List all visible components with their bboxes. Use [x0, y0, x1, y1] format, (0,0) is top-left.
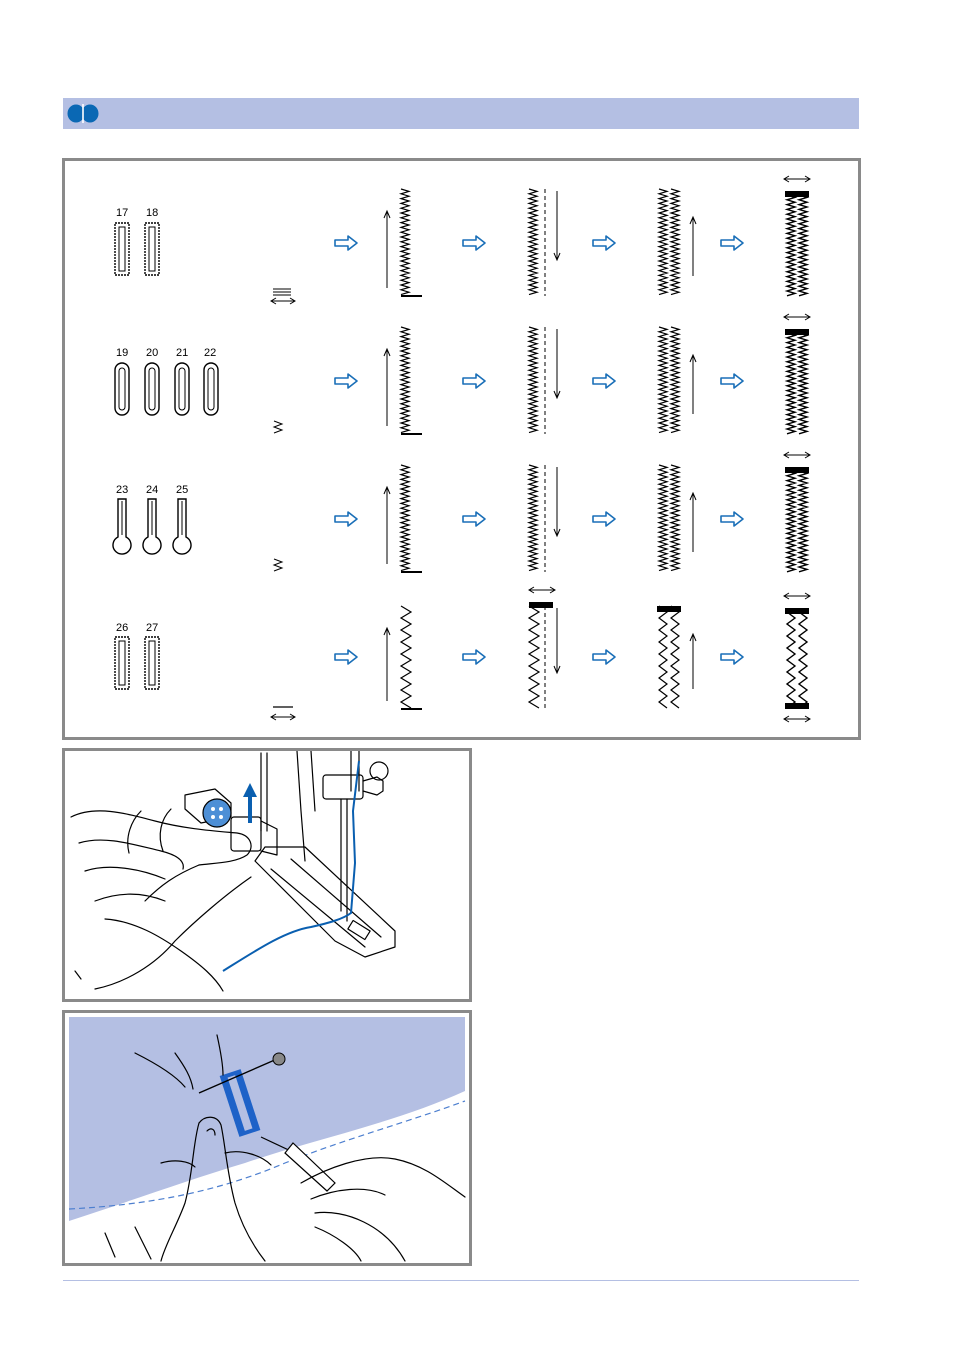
- stitch-column: [401, 189, 409, 295]
- stitch-column: [529, 465, 537, 571]
- pattern-preview: [119, 227, 125, 271]
- pattern-number: 19: [116, 347, 128, 359]
- pattern-number: 22: [204, 347, 216, 359]
- bartack: [785, 703, 809, 709]
- next-step-arrow-icon: [721, 374, 743, 388]
- buttonhole-sequence-panel: 17 18 19 20 21 22 23 24 25 26 27: [62, 158, 861, 740]
- buttonhole-foot-illustration: [65, 751, 469, 999]
- stitch-column: [799, 612, 807, 708]
- pattern-preview: [115, 637, 129, 689]
- pattern-number: 21: [176, 347, 188, 359]
- pattern-number: 23: [116, 484, 128, 496]
- next-step-arrow-icon: [721, 512, 743, 526]
- next-step-arrow-icon: [721, 236, 743, 250]
- button-icon: [203, 799, 231, 827]
- stitch-column: [659, 465, 667, 571]
- bartack: [657, 606, 681, 612]
- eyelet-indicator: [274, 421, 282, 433]
- pattern-number: 17: [116, 207, 128, 219]
- bartack: [785, 191, 809, 197]
- bartack-indicator: [273, 289, 291, 295]
- next-step-arrow-icon: [593, 374, 615, 388]
- stitch-column: [529, 606, 539, 708]
- next-step-arrow-icon: [463, 650, 485, 664]
- stitch-column: [659, 606, 667, 708]
- pattern-number: 25: [176, 484, 188, 496]
- pattern-preview: [119, 641, 125, 685]
- stitch-column: [659, 189, 667, 295]
- buttonhole-foot-panel: [62, 748, 472, 1002]
- pattern-preview: [149, 227, 155, 271]
- next-step-arrow-icon: [593, 650, 615, 664]
- next-step-arrow-icon: [463, 236, 485, 250]
- stitch-column: [529, 189, 537, 295]
- stitch-column: [787, 195, 795, 296]
- pattern-number: 26: [116, 622, 128, 634]
- pattern-preview: [149, 641, 155, 685]
- stitch-column: [671, 606, 679, 708]
- pattern-number: 27: [146, 622, 158, 634]
- stitch-column: [401, 327, 409, 433]
- bartack: [785, 608, 809, 614]
- pattern-preview: [145, 223, 159, 275]
- bartack: [529, 602, 553, 608]
- next-step-arrow-icon: [335, 374, 357, 388]
- stitch-column: [671, 327, 679, 433]
- bartack: [785, 329, 809, 335]
- cutting-buttonhole-panel: [62, 1010, 472, 1266]
- next-step-arrow-icon: [335, 236, 357, 250]
- next-step-arrow-icon: [463, 374, 485, 388]
- pattern-preview: [145, 637, 159, 689]
- bartack: [785, 467, 809, 473]
- stitch-column: [787, 333, 795, 434]
- seam-ripper-cutting-illustration: [65, 1013, 469, 1263]
- pattern-preview: [145, 363, 159, 415]
- section-header-bar: [63, 98, 859, 129]
- stitch-column: [659, 327, 667, 433]
- pattern-number: 18: [146, 207, 158, 219]
- stitch-column: [799, 471, 807, 572]
- buttonhole-sequence-diagram: 17 18 19 20 21 22 23 24 25 26 27: [65, 161, 858, 737]
- stitch-column: [401, 465, 409, 571]
- eyelet-indicator: [274, 559, 282, 571]
- pattern-number: 24: [146, 484, 158, 496]
- stitch-column: [799, 333, 807, 434]
- pattern-preview: [204, 363, 218, 415]
- stitch-column: [799, 195, 807, 296]
- double-oval-logo-icon: [67, 104, 99, 123]
- pattern-preview: [179, 368, 185, 410]
- stitch-column: [401, 606, 411, 708]
- stitch-column: [787, 471, 795, 572]
- next-step-arrow-icon: [335, 512, 357, 526]
- pattern-preview: [115, 363, 129, 415]
- next-step-arrow-icon: [721, 650, 743, 664]
- pattern-preview: [175, 363, 189, 415]
- pattern-preview: [115, 223, 129, 275]
- next-step-arrow-icon: [593, 512, 615, 526]
- next-step-arrow-icon: [335, 650, 357, 664]
- next-step-arrow-icon: [463, 512, 485, 526]
- stitch-column: [671, 465, 679, 571]
- pattern-preview: [208, 368, 214, 410]
- pattern-preview: [119, 368, 125, 410]
- next-step-arrow-icon: [593, 236, 615, 250]
- footer-rule: [63, 1280, 859, 1281]
- pattern-preview: [149, 368, 155, 410]
- stitch-column: [529, 327, 537, 433]
- pattern-number: 20: [146, 347, 158, 359]
- stitch-column: [671, 189, 679, 295]
- stitch-column: [787, 612, 795, 708]
